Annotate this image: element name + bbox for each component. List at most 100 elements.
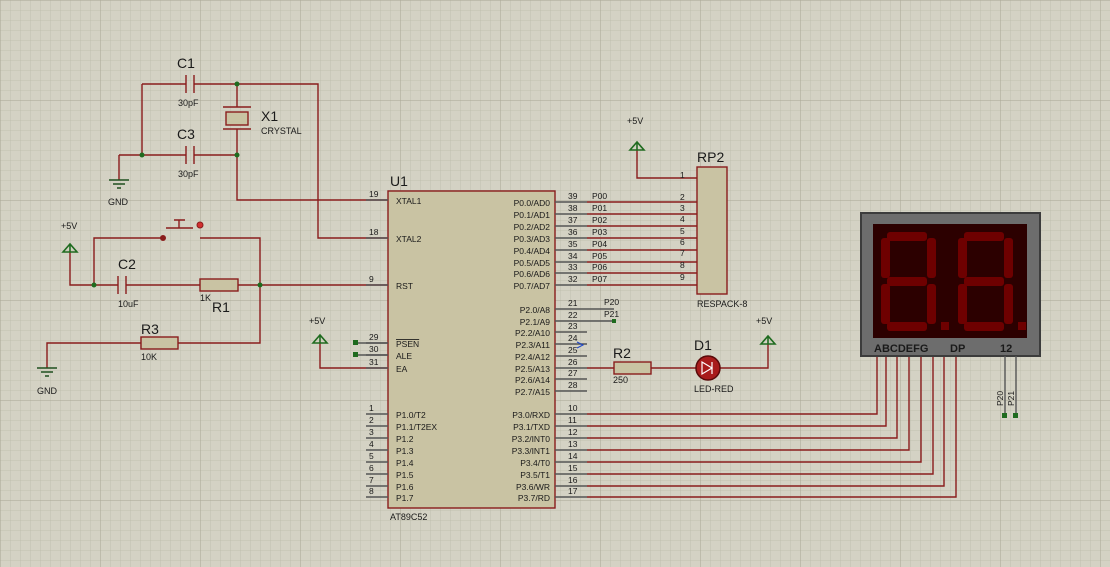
digit-select-label: 12 <box>1000 343 1012 355</box>
rp2-pin: 6 <box>680 237 685 247</box>
u1-pin-number: 18 <box>369 227 379 237</box>
p0-net-label: P03 <box>592 227 607 237</box>
u1-pin-number: 29 <box>369 332 379 342</box>
capacitor-c2[interactable]: C2 10uF <box>117 256 139 309</box>
resistor-r2[interactable]: R2 250 <box>613 345 652 385</box>
p0-net-label: P04 <box>592 239 607 249</box>
vcc-label-ea: +5V <box>309 316 325 326</box>
u1-pin-name: P0.7/AD7 <box>514 281 551 291</box>
u1-pin-number: 34 <box>568 251 578 261</box>
u1-pin-name: P1.4 <box>396 458 414 468</box>
u1-pin-name: P3.0/RXD <box>512 410 550 420</box>
display-net-p20: P20 <box>995 391 1005 406</box>
u1-pin-number: 39 <box>568 191 578 201</box>
u1-pin-number: 24 <box>568 333 578 343</box>
u1-pin-name: P1.7 <box>396 493 414 503</box>
vcc-label-reset: +5V <box>61 221 77 231</box>
u1-pin-number: 19 <box>369 189 379 199</box>
reset-wiring <box>46 237 388 368</box>
u1-pin-name: P1.2 <box>396 434 414 444</box>
u1-pin-number: 33 <box>568 262 578 272</box>
u1-pin-name: EA <box>396 364 408 374</box>
crystal-x1[interactable]: X1 CRYSTAL <box>223 106 302 136</box>
x1-value: CRYSTAL <box>261 126 302 136</box>
digit-1 <box>881 232 949 331</box>
c2-value: 10uF <box>118 299 139 309</box>
resistor-r1[interactable]: 1K R1 <box>199 278 239 315</box>
u1-pin-number: 16 <box>568 475 578 485</box>
p0-net-label: P06 <box>592 262 607 272</box>
u1-pin-name: RST <box>396 281 413 291</box>
gnd-label-reset: GND <box>37 386 58 396</box>
u1-pin-name: P3.7/RD <box>518 493 550 503</box>
display-net-p21: P21 <box>1006 391 1016 406</box>
rp2-pin: 9 <box>680 272 685 282</box>
resistor-r3[interactable]: R3 10K <box>140 321 179 362</box>
p0-net-label: P07 <box>592 274 607 284</box>
rp2-pin: 7 <box>680 248 685 258</box>
u1-pin-number: 2 <box>369 415 374 425</box>
u1-pin-number: 1 <box>369 403 374 413</box>
seven-segment-display[interactable]: ABCDEFG DP 12 P20 P21 <box>860 212 1041 418</box>
u1-pin-name: P2.7/A15 <box>515 387 550 397</box>
u1-pin-name: P1.5 <box>396 470 414 480</box>
u1-pin-number: 12 <box>568 427 578 437</box>
u1-pin-number: 35 <box>568 239 578 249</box>
vcc-symbol-reset: +5V <box>61 221 79 253</box>
p0-net-label: P01 <box>592 203 607 213</box>
led-d1[interactable]: D1 LED-RED <box>694 337 734 394</box>
u1-pin-name: P2.5/A13 <box>515 364 550 374</box>
rp2-pin: 5 <box>680 226 685 236</box>
u1-pin-number: 13 <box>568 439 578 449</box>
u1-pin-name: P1.1/T2EX <box>396 422 437 432</box>
u1-pin-number: 26 <box>568 357 578 367</box>
u1-pin-number: 31 <box>369 357 379 367</box>
vcc-symbol-rp2: +5V <box>627 116 646 151</box>
u1-pin-name: P1.0/T2 <box>396 410 426 420</box>
u1-pin-name: P1.6 <box>396 482 414 492</box>
p0-net-label: P05 <box>592 251 607 261</box>
rp2-pin: 4 <box>680 214 685 224</box>
u1-pin-name: P3.5/T1 <box>520 470 550 480</box>
c3-ref: C3 <box>177 126 195 142</box>
p0-net-label: P00 <box>592 191 607 201</box>
microcontroller-u1[interactable]: U1 AT89C52 19XTAL118XTAL29RST29PSEN30ALE… <box>366 173 587 522</box>
u1-pin-name: P2.0/A8 <box>520 305 551 315</box>
u1-pin-name: P3.3/INT1 <box>512 446 551 456</box>
digit-2 <box>958 232 1026 331</box>
dp-label: DP <box>950 343 965 355</box>
x1-ref: X1 <box>261 108 278 124</box>
u1-pin-name: P3.1/TXD <box>513 422 550 432</box>
d1-value: LED-RED <box>694 384 734 394</box>
u1-pin-name: P3.6/WR <box>516 482 550 492</box>
capacitor-c3[interactable]: C3 30pF <box>177 126 199 179</box>
u1-pin-name: P0.3/AD3 <box>514 234 551 244</box>
u1-pin-number: 38 <box>568 203 578 213</box>
r3-value: 10K <box>141 352 157 362</box>
u1-pin-number: 30 <box>369 344 379 354</box>
d1-ref: D1 <box>694 337 712 353</box>
rp2-value: RESPACK-8 <box>697 299 747 309</box>
c1-ref: C1 <box>177 55 195 71</box>
u1-pin-number: 15 <box>568 463 578 473</box>
r3-ref: R3 <box>141 321 159 337</box>
u1-pin-name: P2.1/A9 <box>520 317 551 327</box>
u1-pin-number: 7 <box>369 475 374 485</box>
u1-pin-number: 4 <box>369 439 374 449</box>
reset-button[interactable] <box>160 219 204 241</box>
u1-pin-number: 11 <box>568 415 577 425</box>
u1-pin-name: ALE <box>396 351 412 361</box>
r2-value: 250 <box>613 375 628 385</box>
capacitor-c1[interactable]: C1 30pF <box>177 55 199 108</box>
c3-value: 30pF <box>178 169 199 179</box>
u1-pin-number: 23 <box>568 321 578 331</box>
u1-pin-number: 37 <box>568 215 578 225</box>
gnd-label-top: GND <box>108 197 129 207</box>
u1-pin-number: 6 <box>369 463 374 473</box>
p20-net-label: P20 <box>604 297 619 307</box>
